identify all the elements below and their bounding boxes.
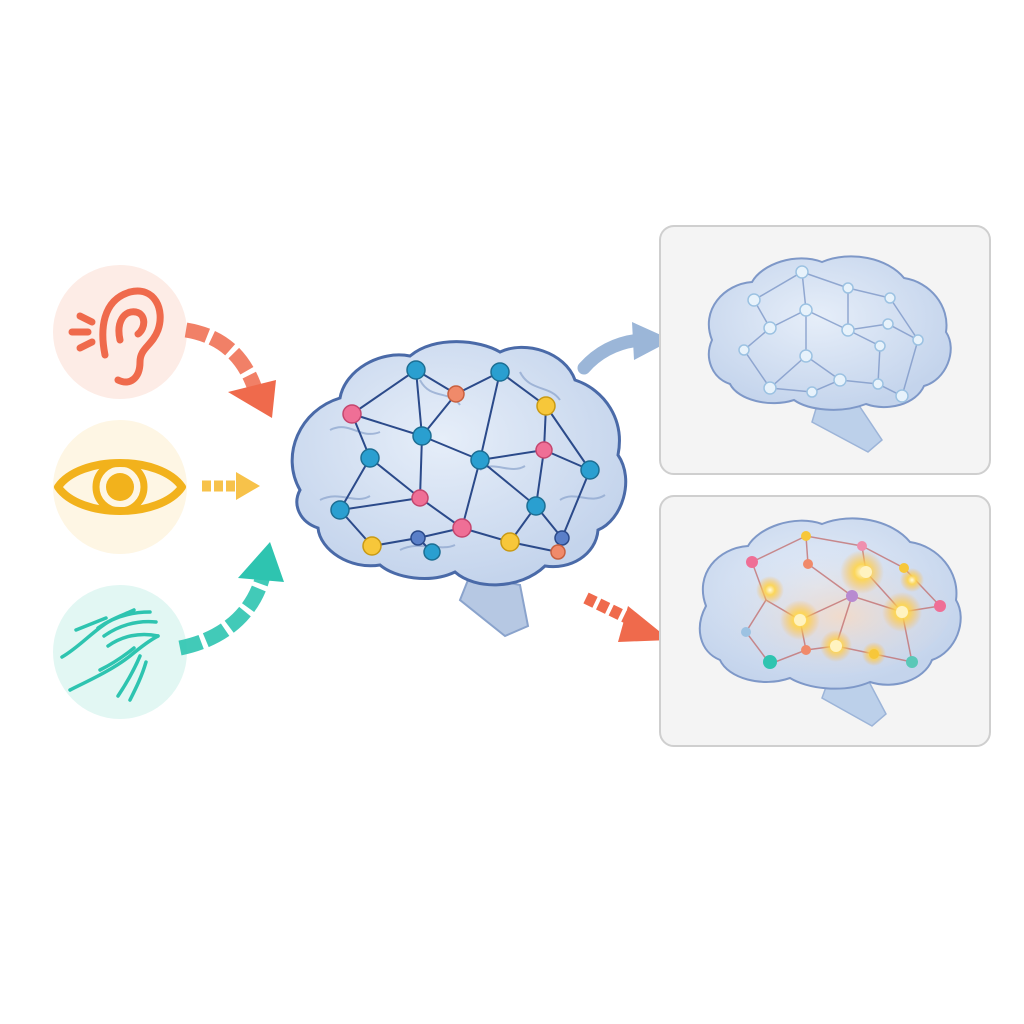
touch-input	[53, 585, 187, 719]
hands-icon	[60, 608, 160, 702]
network-node	[500, 532, 520, 552]
network-node	[452, 518, 472, 538]
active-output-arrow	[583, 592, 670, 642]
network-node	[411, 489, 429, 507]
network-node	[406, 360, 426, 380]
touch-icon-background	[53, 585, 187, 719]
touch-arrow	[178, 542, 284, 656]
calm-output-arrow	[577, 322, 672, 375]
network-node	[535, 441, 553, 459]
network-node	[470, 450, 490, 470]
calm-brain-nodes	[738, 265, 924, 403]
network-node	[362, 536, 382, 556]
network-node	[580, 460, 600, 480]
vision-input	[53, 420, 187, 554]
central-brain	[290, 340, 628, 638]
network-node	[536, 396, 556, 416]
network-node	[360, 448, 380, 468]
calm-brain-icon	[707, 255, 952, 453]
ear-icon	[68, 287, 164, 386]
network-node	[526, 496, 546, 516]
hearing-input	[53, 265, 187, 399]
hearing-arrow	[184, 322, 276, 418]
active-brain-nodes	[741, 531, 946, 669]
network-node	[423, 543, 441, 561]
central-brain-nodes	[330, 360, 600, 561]
output-arrows	[577, 322, 672, 642]
network-node	[490, 362, 510, 382]
calm-output-panel	[659, 225, 991, 475]
active-brain-icon	[698, 517, 962, 727]
network-node	[412, 426, 432, 446]
activated-output-panel	[659, 495, 991, 747]
network-node	[342, 404, 362, 424]
eye-icon	[54, 459, 186, 515]
vision-arrow	[202, 472, 260, 500]
input-arrows	[178, 322, 284, 656]
network-node	[410, 530, 426, 546]
network-node	[447, 385, 465, 403]
network-node	[330, 500, 350, 520]
network-node	[554, 530, 570, 546]
network-node	[550, 544, 566, 560]
